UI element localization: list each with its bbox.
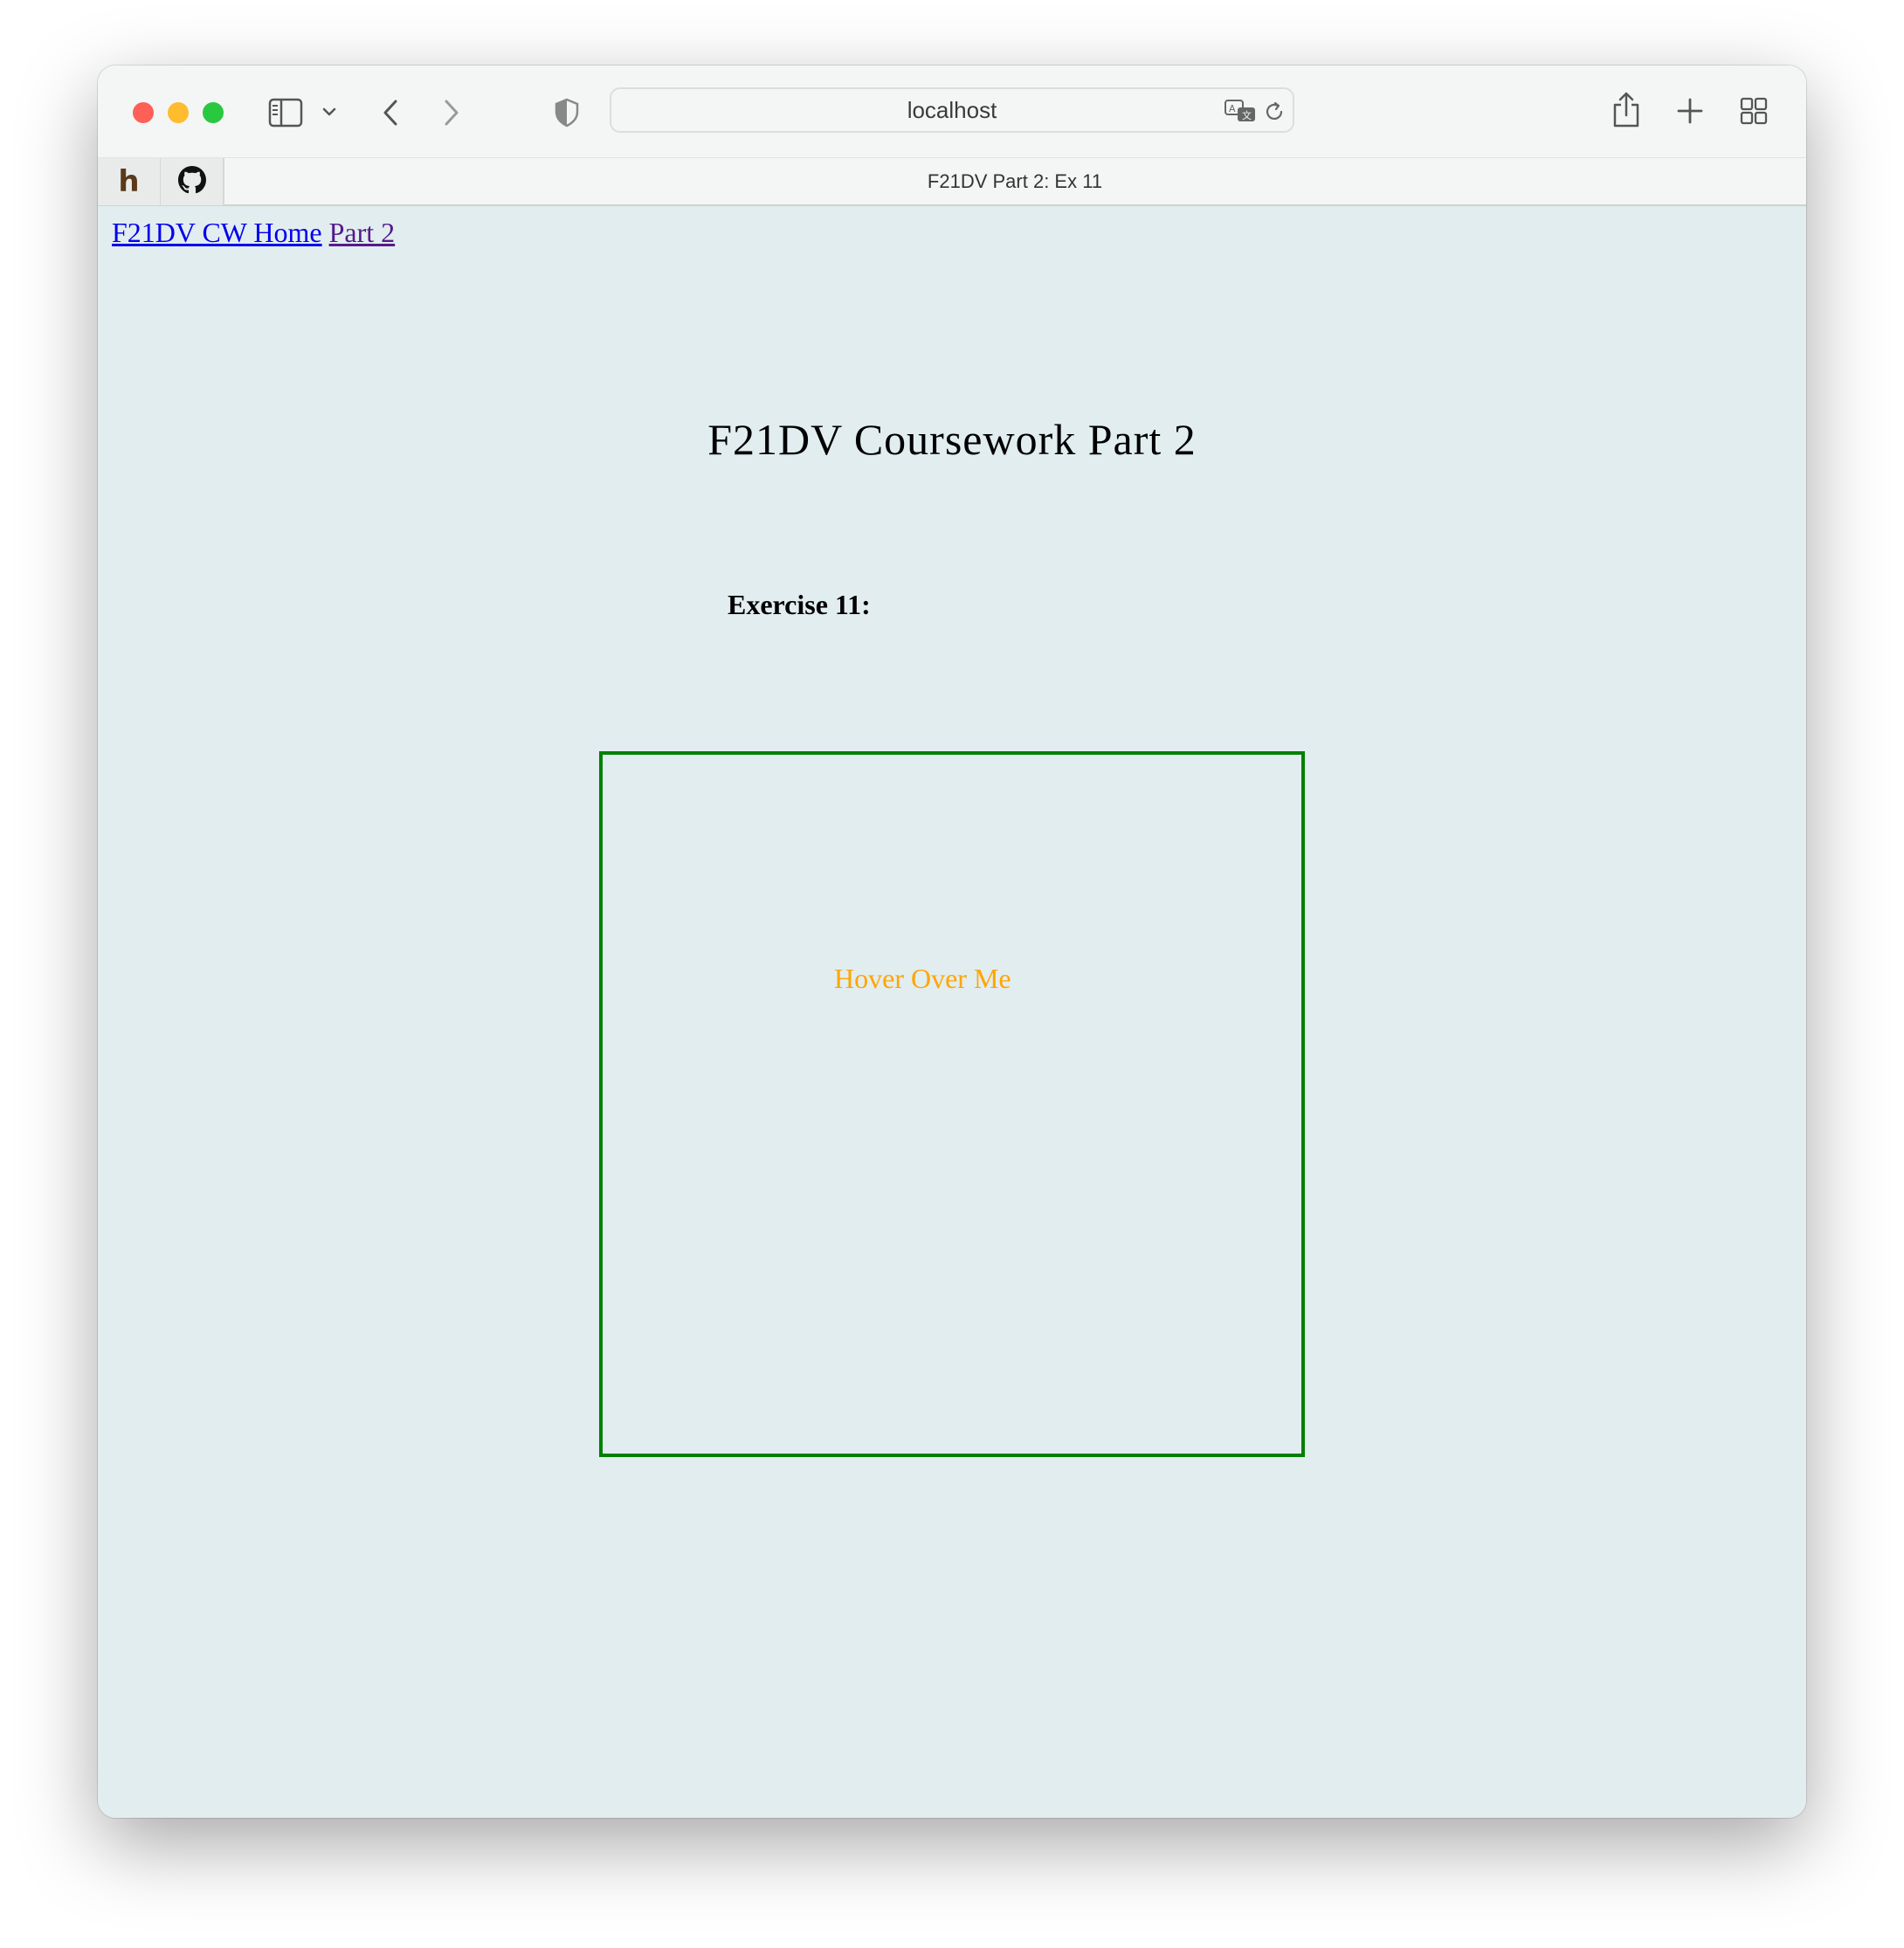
close-window-button[interactable] [133, 102, 154, 123]
new-tab-plus-icon[interactable] [1673, 93, 1707, 128]
sidebar-toggle-icon[interactable] [266, 96, 305, 129]
breadcrumb: F21DV CW Home Part 2 [112, 217, 395, 249]
pinned-tab-github[interactable] [161, 158, 224, 205]
translate-icon[interactable]: A 文 [1223, 98, 1258, 124]
address-text: localhost [907, 96, 997, 123]
h-logo-icon: h [118, 164, 140, 199]
maximize-window-button[interactable] [203, 102, 224, 123]
svg-text:A: A [1229, 103, 1236, 114]
page-content: F21DV CW Home Part 2 F21DV Coursework Pa… [98, 206, 1806, 1818]
part-2-link[interactable]: Part 2 [328, 217, 396, 248]
hover-box[interactable] [599, 751, 1305, 1457]
minimize-window-button[interactable] [168, 102, 189, 123]
reload-icon[interactable] [1262, 100, 1287, 124]
home-link[interactable]: F21DV CW Home [112, 217, 322, 248]
hover-text[interactable]: Hover Over Me [834, 963, 1011, 994]
svg-text:文: 文 [1242, 109, 1252, 121]
browser-window: localhost A 文 [98, 66, 1806, 1818]
back-arrow-icon[interactable] [377, 95, 404, 130]
github-icon [177, 165, 206, 198]
tab-overview-icon[interactable] [1736, 93, 1771, 128]
tab-active-title[interactable]: F21DV Part 2: Ex 11 [927, 170, 1103, 192]
shield-icon[interactable] [554, 95, 580, 130]
share-icon[interactable] [1609, 90, 1644, 130]
forward-arrow-icon[interactable] [438, 95, 465, 130]
tab-bar: h F21DV Part 2: Ex 11 [98, 157, 1806, 206]
browser-toolbar: localhost A 文 [98, 66, 1806, 157]
exercise-label: Exercise 11: [728, 589, 871, 620]
page-title: F21DV Coursework Part 2 [707, 415, 1197, 464]
chevron-down-icon[interactable] [320, 102, 339, 121]
pinned-tab-h[interactable]: h [98, 158, 162, 205]
address-bar[interactable]: localhost A 文 [610, 87, 1294, 133]
